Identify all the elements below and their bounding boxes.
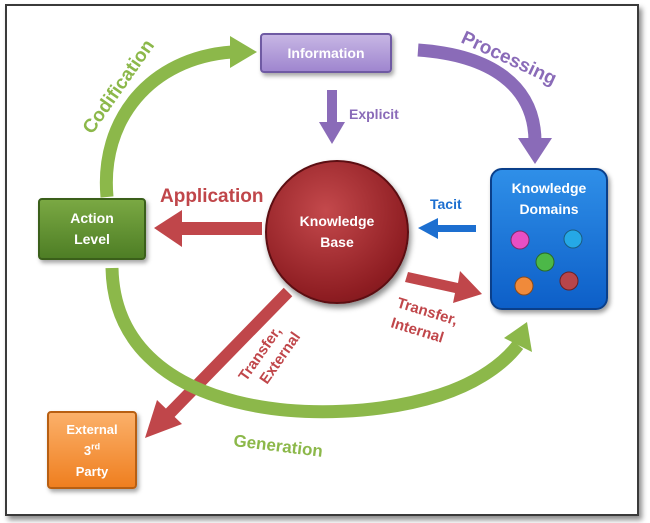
external-party-label-3: Party bbox=[75, 463, 109, 479]
codification-arrow bbox=[99, 45, 233, 198]
application-arrowhead bbox=[154, 210, 182, 247]
external-party-label-2: 3rd bbox=[84, 440, 100, 461]
transfer-internal-arrow bbox=[405, 271, 482, 303]
knowledge-domains-label-1: Knowledge bbox=[511, 180, 587, 196]
explicit-arrow bbox=[327, 90, 337, 124]
application-label: Application bbox=[160, 186, 264, 207]
information-label: Information bbox=[287, 45, 365, 61]
external-party-label-1: External bbox=[66, 421, 118, 437]
tacit-arrowhead bbox=[418, 218, 438, 239]
external-party-ordinal-suffix: rd bbox=[91, 441, 101, 452]
generation-arrowhead bbox=[504, 322, 532, 352]
codification-arrowhead bbox=[230, 36, 257, 68]
external-party-node: External 3rd Party bbox=[47, 411, 137, 489]
knowledge-domains-node: Knowledge Domains bbox=[490, 168, 608, 310]
action-level-label-2: Level bbox=[74, 231, 110, 247]
explicit-arrowhead bbox=[319, 122, 345, 144]
action-level-label-1: Action bbox=[70, 210, 114, 226]
processing-arrowhead bbox=[518, 138, 552, 164]
external-party-ordinal: 3 bbox=[83, 442, 92, 458]
tacit-label: Tacit bbox=[430, 196, 462, 212]
generation-arrow bbox=[105, 267, 524, 419]
information-node: Information bbox=[260, 33, 392, 73]
knowledge-base-node: Knowledge Base bbox=[265, 160, 409, 304]
knowledge-base-label-2: Base bbox=[320, 234, 354, 250]
explicit-label: Explicit bbox=[349, 106, 399, 122]
generation-label: Generation bbox=[233, 431, 324, 461]
transfer-external-arrowhead bbox=[145, 400, 182, 438]
action-level-node: Action Level bbox=[38, 198, 146, 260]
transfer-external-arrow bbox=[165, 287, 293, 418]
application-arrow bbox=[178, 222, 262, 235]
processing-arrow bbox=[417, 43, 542, 143]
knowledge-base-label-1: Knowledge bbox=[299, 213, 375, 229]
tacit-arrow bbox=[436, 225, 476, 232]
knowledge-domains-label-2: Domains bbox=[519, 201, 579, 217]
